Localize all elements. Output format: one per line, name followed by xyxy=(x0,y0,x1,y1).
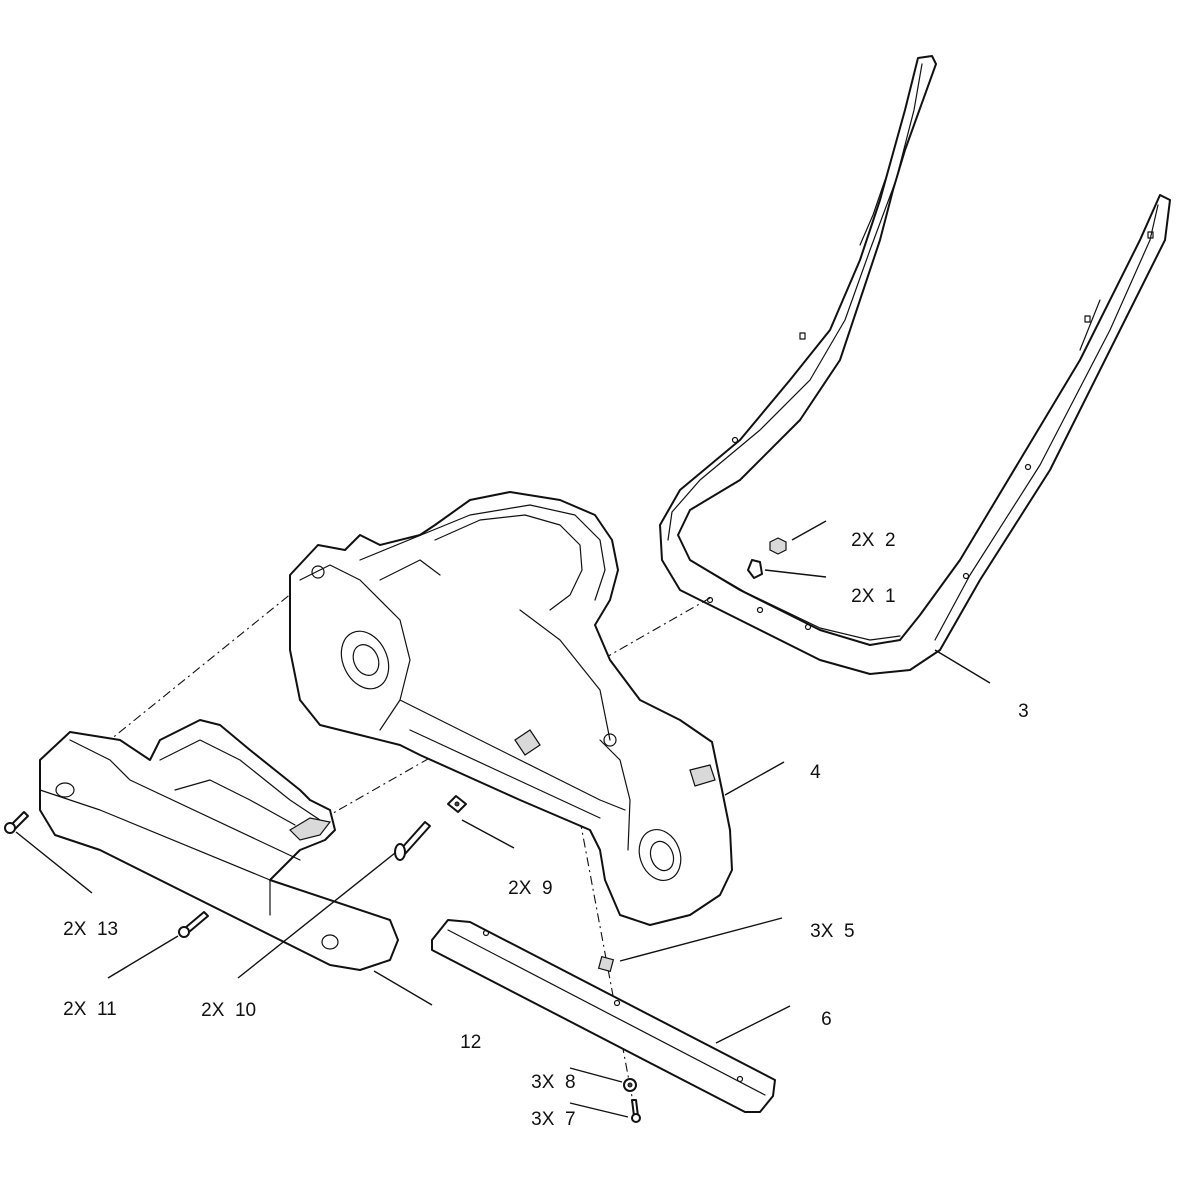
callout-1: 2X 1 xyxy=(830,568,896,625)
leader-line xyxy=(569,1102,629,1118)
callout-qty: 2X xyxy=(201,1000,225,1021)
callout-qty: 2X xyxy=(63,999,87,1020)
square-nut-part xyxy=(597,955,615,973)
bolt-part xyxy=(747,559,763,579)
callout-number: 9 xyxy=(541,878,553,899)
leader-line xyxy=(715,1005,791,1044)
callout-number: 10 xyxy=(234,1000,257,1021)
leader-line xyxy=(107,935,179,979)
carriage-bolt-part xyxy=(394,821,431,861)
callout-number: 8 xyxy=(564,1072,576,1093)
leader-line xyxy=(934,649,991,684)
callout-number: 7 xyxy=(564,1109,576,1130)
callout-7: 3X 7 xyxy=(510,1091,576,1148)
leader-line xyxy=(461,819,515,849)
housing-part xyxy=(289,491,733,926)
leader-line xyxy=(619,917,783,962)
callout-11: 2X 11 xyxy=(42,981,117,1038)
screw-11-part xyxy=(178,911,209,938)
callout-number: 11 xyxy=(96,999,117,1020)
callout-number: 6 xyxy=(821,1009,832,1030)
bolt-13-part xyxy=(4,811,29,834)
lower-bar-part xyxy=(39,719,399,971)
callout-2: 2X 2 xyxy=(830,512,896,569)
callout-number: 5 xyxy=(843,921,855,942)
callout-number: 2 xyxy=(884,530,896,551)
callout-number: 3 xyxy=(1018,701,1029,722)
leader-line xyxy=(764,569,827,578)
callout-qty: 2X xyxy=(851,586,875,607)
leader-line xyxy=(569,1067,623,1083)
knob-part xyxy=(769,537,787,555)
callout-number: 4 xyxy=(810,762,821,783)
callout-number: 13 xyxy=(96,919,119,940)
leader-line xyxy=(373,970,433,1006)
callout-number: 1 xyxy=(884,586,896,607)
callout-4: 4 xyxy=(789,744,821,801)
leader-line xyxy=(724,761,785,796)
leader-line xyxy=(15,831,93,894)
callout-qty: 2X xyxy=(851,530,875,551)
washer-part xyxy=(623,1078,637,1092)
callout-qty: 3X xyxy=(531,1109,555,1130)
callout-5: 3X 5 xyxy=(789,903,855,960)
callout-8: 3X 8 xyxy=(510,1054,576,1111)
leader-line xyxy=(791,520,827,541)
scraper-bar-part xyxy=(431,919,776,1113)
callout-qty: 2X xyxy=(508,878,532,899)
callout-number: 12 xyxy=(460,1032,482,1053)
callout-9: 2X 9 xyxy=(487,860,553,917)
handle-part xyxy=(659,55,1171,675)
callout-12: 12 xyxy=(439,1014,481,1071)
callout-qty: 2X xyxy=(63,919,87,940)
callout-qty: 3X xyxy=(531,1072,555,1093)
screw-part xyxy=(631,1099,641,1123)
callout-3: 3 xyxy=(997,683,1029,740)
centerline xyxy=(579,819,637,1119)
leader-line xyxy=(237,852,396,979)
callout-13: 2X 13 xyxy=(42,901,118,958)
callout-10: 2X 10 xyxy=(180,982,256,1039)
nut-plate-part xyxy=(447,795,467,813)
callout-6: 6 xyxy=(800,991,832,1048)
callout-qty: 3X xyxy=(810,921,834,942)
